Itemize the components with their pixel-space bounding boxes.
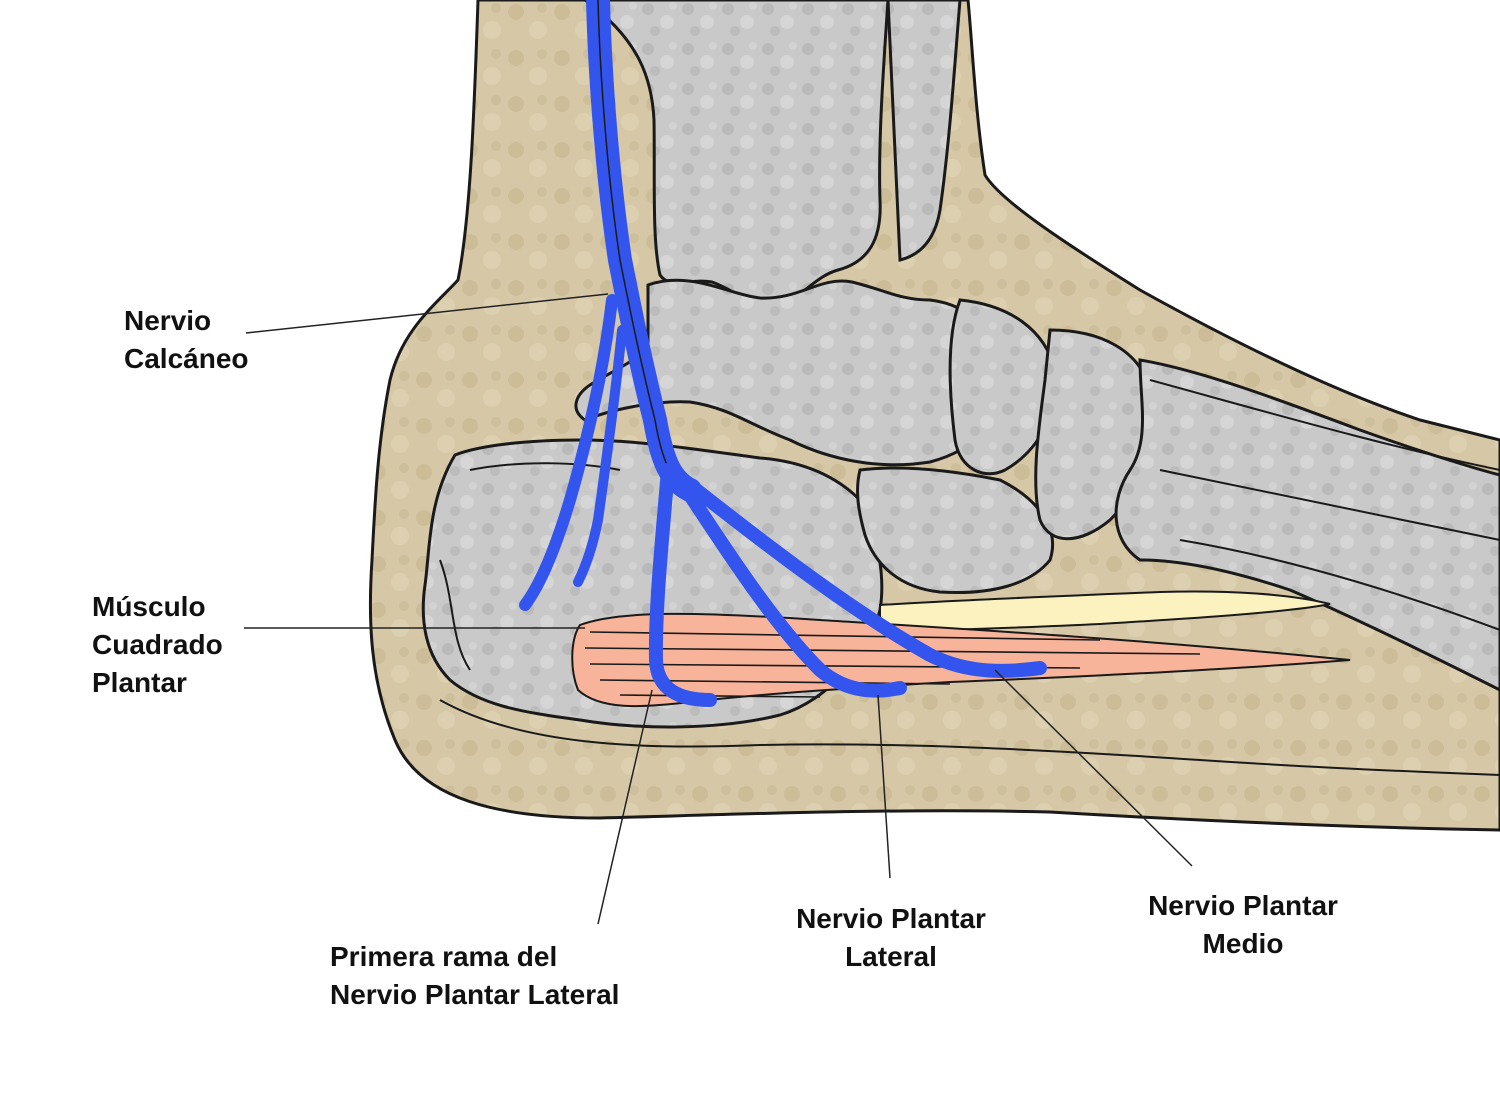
- leader-line-calcaneo: [245, 293, 609, 334]
- metatarsal-contours: [1149, 379, 1500, 631]
- metatarsal-bones: [1114, 358, 1500, 692]
- nervio-calcaneo-branch-2: [573, 325, 627, 587]
- nervio-plantar-medio: [683, 478, 1047, 678]
- label-line: Nervio: [124, 305, 212, 336]
- label-nervio-calcaneo: Nervio Calcáneo: [124, 302, 249, 378]
- label-line: Nervio Plantar: [1148, 890, 1338, 921]
- label-line: Cuadrado: [92, 629, 223, 660]
- muscle-fibers: [584, 631, 1201, 698]
- label-musculo-cuadrado-plantar: Músculo Cuadrado Plantar: [92, 588, 223, 702]
- label-line: Nervio Plantar: [796, 903, 986, 934]
- leader-line-primera-rama: [597, 689, 653, 925]
- cuboid-bone: [856, 466, 1055, 594]
- label-primera-rama: Primera rama del Nervio Plantar Lateral: [330, 938, 619, 1014]
- leader-line-lateral: [877, 694, 891, 879]
- label-line: Músculo: [92, 591, 206, 622]
- fibula-bone: [886, 0, 962, 262]
- label-nervio-plantar-medio: Nervio Plantar Medio: [1132, 887, 1354, 963]
- navicular-bone: [948, 298, 1058, 476]
- plantar-sole-contour: [439, 699, 1500, 776]
- primera-rama-nerve: [648, 463, 717, 707]
- label-line: Calcáneo: [124, 343, 249, 374]
- tendon: [879, 590, 1331, 634]
- label-nervio-plantar-lateral: Nervio Plantar Lateral: [780, 900, 1002, 976]
- label-line: Medio: [1202, 928, 1284, 959]
- label-line: Plantar: [92, 667, 187, 698]
- label-line: Primera rama del: [330, 941, 558, 972]
- label-line: Lateral: [845, 941, 937, 972]
- nervio-plantar-lateral: [673, 473, 907, 698]
- main-nerve-trunk-outline: [597, 0, 691, 491]
- label-line: Nervio Plantar Lateral: [330, 979, 620, 1010]
- nervio-calcaneo-branch-1: [519, 294, 618, 611]
- leader-line-medio: [994, 669, 1193, 867]
